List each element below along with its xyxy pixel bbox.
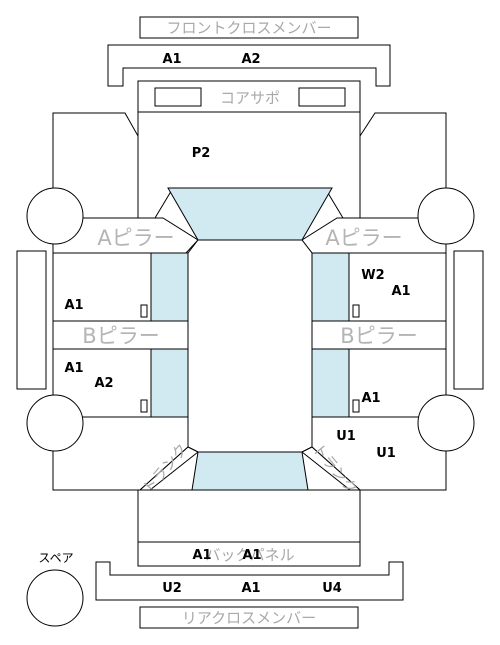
rear-cross-u2-code: U2 [162,581,182,596]
rear-cross-member-label-box [139,606,359,629]
spare-tire[interactable] [26,569,84,627]
rear-cross-a1-code: A1 [241,581,260,596]
left-headlight[interactable] [154,87,202,107]
back-panel-label: バックパネル [205,546,294,564]
left-rear-door-handle[interactable] [140,399,148,413]
right-a-pillar-label: Aピラー [325,226,402,250]
front-cross-a2-code: A2 [241,52,260,67]
left-rear-door-a2-code: A2 [94,376,113,391]
rear-cross-u4-code: U4 [322,581,342,596]
right-front-door-handle[interactable] [352,304,360,318]
right-front-door-w2-code: W2 [361,268,384,283]
front-cross-a1-code: A1 [162,52,181,67]
left-a-pillar-label: Aピラー [97,226,174,250]
left-a-pillar[interactable] [52,217,199,254]
right-rear-door-handle[interactable] [352,399,360,413]
left-rear-door-a1-code: A1 [64,361,83,376]
hood-p2-code: P2 [192,146,211,161]
left-front-door-a1-code: A1 [64,298,83,313]
right-front-door-a1-code: A1 [391,284,410,299]
left-rear-wheel[interactable] [26,394,84,452]
back-panel-a1-code-a: A1 [192,548,211,563]
front-cross-member[interactable] [107,44,391,87]
right-front-wheel[interactable] [417,187,475,245]
right-front-door-glass[interactable] [311,252,350,322]
core-support-label: コアサポ [220,89,280,107]
right-rear-wheel[interactable] [417,394,475,452]
left-front-door-glass[interactable] [150,252,189,322]
rear-window-glass[interactable] [191,451,309,491]
left-side-sill[interactable] [16,250,47,390]
left-b-pillar-label: Bピラー [82,324,159,348]
left-front-wheel[interactable] [26,187,84,245]
left-rear-door-glass[interactable] [150,348,189,418]
back-panel[interactable] [137,541,361,567]
left-front-door-handle[interactable] [140,304,148,318]
front-cross-member-label: フロントクロスメンバー [166,19,331,37]
right-side-sill[interactable] [453,250,484,390]
right-rear-quarter-u1-code-b: U1 [376,446,396,461]
right-rear-quarter-u1-code-a: U1 [336,429,356,444]
front-cross-member-label-box [139,16,359,39]
back-panel-a1-code-b: A1 [242,548,261,563]
rear-cross-member[interactable] [95,561,404,601]
spare-label: スペア [38,551,73,565]
left-b-pillar[interactable] [52,320,189,350]
right-headlight[interactable] [298,87,346,107]
right-rear-door-glass[interactable] [311,348,350,418]
rear-cross-member-label: リアクロスメンバー [182,609,316,627]
right-rear-door-a1-code: A1 [361,391,380,406]
roof-panel[interactable] [187,239,313,453]
right-b-pillar-label: Bピラー [340,324,417,348]
